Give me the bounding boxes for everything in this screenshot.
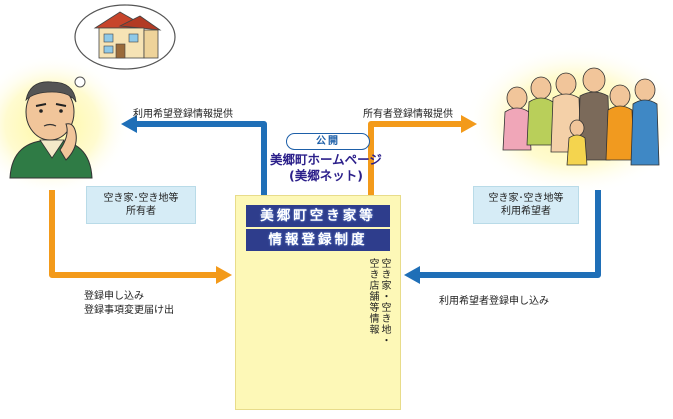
left-top-flow-label: 利用希望登録情報提供 xyxy=(133,109,233,120)
orange-arrowhead-right xyxy=(461,115,477,133)
right-bottom-flow-label: 利用希望者登録申し込み xyxy=(439,296,549,307)
system-panel: 美郷町空き家等 情報登録制度 空き家・空き地・ 空き店舗等情報 xyxy=(235,195,401,410)
users-group-icon xyxy=(502,67,660,166)
left-bottom-flow-label: 登録申し込み 登録事項変更届け出 xyxy=(84,290,174,318)
system-title-line1: 美郷町空き家等 xyxy=(246,205,390,227)
homepage-title-line2: (美郷ネット) xyxy=(289,168,363,183)
orange-arrow-to-users xyxy=(368,121,462,196)
left-bottom-label-line1: 登録申し込み xyxy=(84,291,144,302)
blue-arrow-to-owner xyxy=(135,121,267,196)
house-icon xyxy=(93,11,162,59)
owner-role-line1: 空き家･空き地等 xyxy=(103,193,179,204)
orange-arrowhead-into-panel xyxy=(216,266,232,284)
blue-arrowhead-into-panel xyxy=(404,266,420,284)
property-info-vertical-label: 空き家・空き地・ 空き店舗等情報 xyxy=(366,258,390,378)
vertical-label-col2: 空き店舗等情報 xyxy=(367,258,378,335)
user-role-line2: 利用希望者 xyxy=(501,206,551,217)
blue-arrow-to-system xyxy=(420,190,601,278)
user-role-line1: 空き家･空き地等 xyxy=(488,193,564,204)
homepage-title: 美郷町ホームページ (美郷ネット) xyxy=(236,152,416,184)
vertical-label-col1: 空き家・空き地・ xyxy=(379,258,390,346)
homepage-title-line1: 美郷町ホームページ xyxy=(270,152,382,167)
user-role-box: 空き家･空き地等 利用希望者 xyxy=(473,186,579,224)
owner-role-box: 空き家･空き地等 所有者 xyxy=(86,186,196,224)
owner-person-icon xyxy=(9,81,93,179)
left-bottom-label-line2: 登録事項変更届け出 xyxy=(84,305,174,316)
orange-arrow-to-system xyxy=(49,190,216,278)
system-title-line2: 情報登録制度 xyxy=(246,229,390,251)
blue-arrowhead-left xyxy=(121,115,137,133)
public-label: 公開 xyxy=(286,133,370,150)
owner-role-line2: 所有者 xyxy=(126,206,156,217)
right-top-flow-label: 所有者登録情報提供 xyxy=(363,109,453,120)
